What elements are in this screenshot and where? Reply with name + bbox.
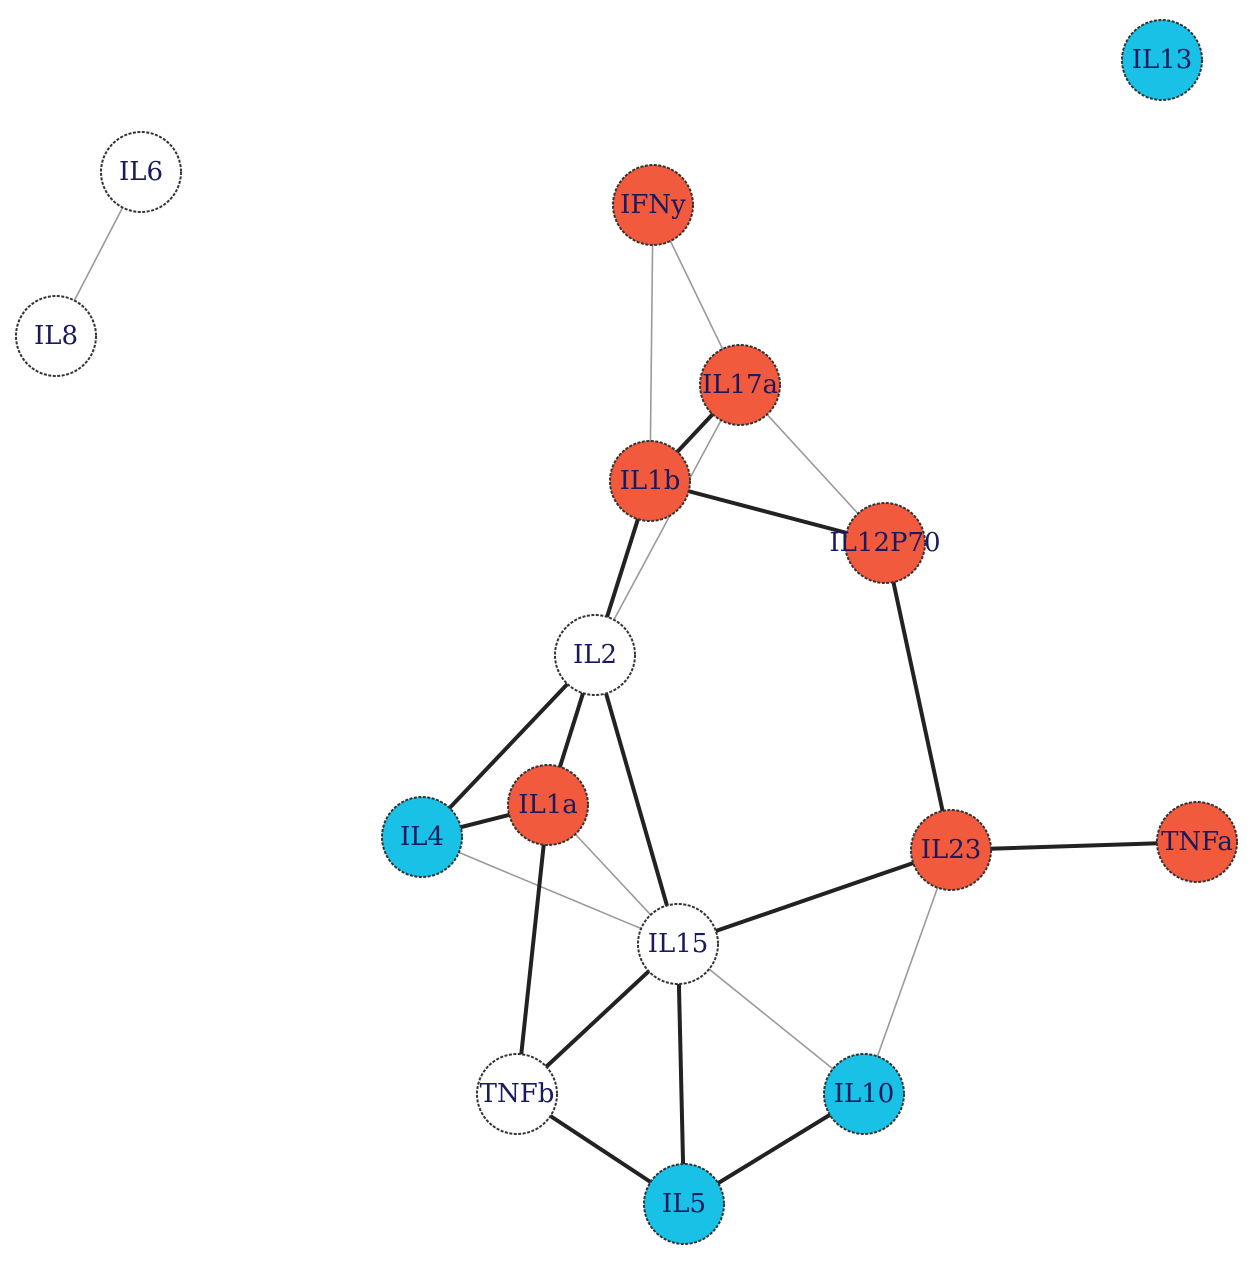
node-circle [910,809,992,891]
node-circle [643,1163,725,1245]
node-IL2[interactable]: IL2 [554,614,636,696]
edge-IL1a-TNFb [515,803,550,1096]
node-label: TNFa [1161,827,1233,857]
edge-IL15-IL5 [676,942,686,1206]
node-TNFa[interactable]: TNFa [1156,801,1238,883]
node-IL4[interactable]: IL4 [381,796,463,878]
node-circle [609,440,691,522]
node-IL23[interactable]: IL23 [910,809,992,891]
node-label: IL1b [620,466,681,496]
edge-IL4-IL15 [421,836,679,945]
node-circle [612,164,694,246]
edge-IL23-TNFa [949,840,1199,852]
node-label: IL10 [834,1079,895,1109]
node-label: IL12P70 [829,528,940,558]
node-label: IL8 [34,321,78,351]
node-TNFb[interactable]: TNFb [476,1053,558,1135]
node-label: IL1a [518,790,578,820]
node-label: IL17a [702,370,778,400]
node-circle [554,614,636,696]
node-IL12P70[interactable]: IL12P70 [829,502,941,584]
node-circle [381,796,463,878]
node-IL5[interactable]: IL5 [643,1163,725,1245]
edge-IL12P70-IL23 [883,541,953,852]
edge-layer [55,171,1199,1206]
node-IFNy[interactable]: IFNy [612,164,694,246]
node-circle [844,502,926,584]
edge-IL2-IL15 [593,653,680,946]
node-IL1b[interactable]: IL1b [609,440,691,522]
node-label: IL4 [400,822,444,852]
node-label: IL2 [573,640,617,670]
edge-IL23-IL10 [863,849,952,1095]
node-circle [637,903,719,985]
node-circle [699,344,781,426]
edge-IL23-IL15 [676,848,953,946]
node-circle [1121,19,1203,101]
node-IL13[interactable]: IL13 [1121,19,1203,101]
node-label: TNFb [480,1079,555,1109]
node-IL15[interactable]: IL15 [637,903,719,985]
node-label: IFNy [620,190,686,220]
node-IL1a[interactable]: IL1a [507,764,589,846]
node-circle [823,1053,905,1135]
edge-IL2-IL4 [420,653,597,839]
node-circle [100,131,182,213]
node-IL17a[interactable]: IL17a [699,344,781,426]
node-label: IL13 [1132,45,1193,75]
node-IL6[interactable]: IL6 [100,131,182,213]
node-label: IL23 [921,835,982,865]
node-label: IL5 [662,1189,706,1219]
node-label: IL15 [648,929,709,959]
node-circle [507,764,589,846]
node-circle [15,295,97,377]
node-label: IL6 [119,157,163,187]
edge-IFNy-IL1b [649,204,654,482]
node-circle [1156,801,1238,883]
node-IL8[interactable]: IL8 [15,295,97,377]
edge-IL17a-IL2 [594,384,741,656]
node-IL10[interactable]: IL10 [823,1053,905,1135]
node-circle [476,1053,558,1135]
